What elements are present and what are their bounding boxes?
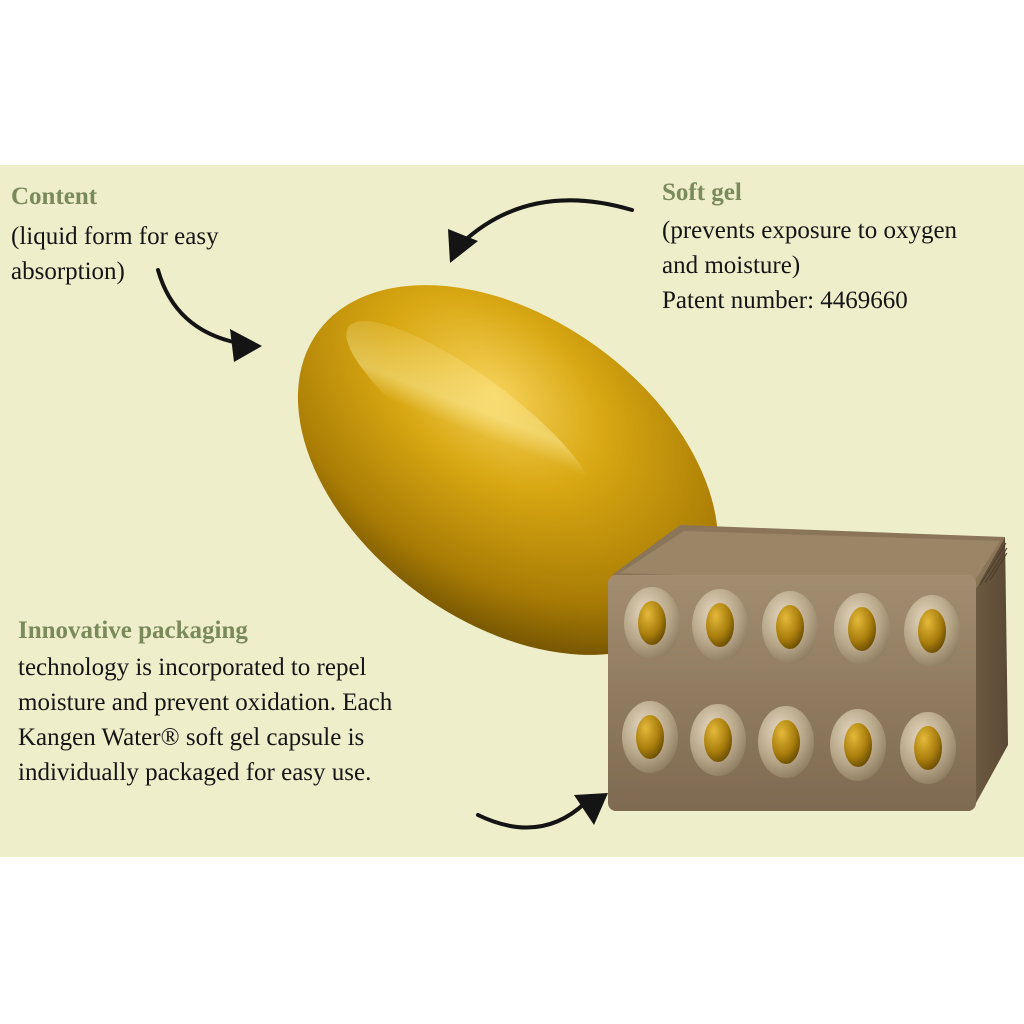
packaging-line: Kangen Water® soft gel capsule is bbox=[18, 724, 365, 751]
arrow-packaging-to-pack bbox=[476, 801, 587, 830]
packaging-line: technology is incorporated to repel bbox=[18, 654, 367, 681]
blister-pack-illustration bbox=[608, 525, 1008, 811]
content-description: (liquid form for easy absorption) bbox=[11, 219, 219, 289]
blister-row-bottom bbox=[622, 701, 956, 784]
arrow-head-content bbox=[230, 329, 262, 362]
content-heading: Content bbox=[11, 183, 98, 210]
blister-row-top bbox=[624, 587, 960, 667]
arrow-head-packaging bbox=[574, 793, 608, 825]
illustration-layer bbox=[156, 198, 1008, 830]
arrow-content-to-capsule bbox=[156, 268, 240, 345]
softgel-line: (prevents exposure to oxygen bbox=[662, 217, 958, 244]
arrow-softgel-to-capsule bbox=[460, 198, 634, 245]
arrow-head-softgel bbox=[448, 229, 478, 263]
softgel-heading: Soft gel bbox=[662, 179, 742, 206]
packaging-description: technology is incorporated to repel mois… bbox=[18, 650, 392, 790]
packaging-heading: Innovative packaging bbox=[18, 617, 248, 644]
infographic-panel: Content (liquid form for easy absorption… bbox=[0, 165, 1024, 857]
softgel-patent-line: Patent number: 4469660 bbox=[662, 287, 908, 314]
content-line: absorption) bbox=[11, 258, 125, 285]
packaging-line: individually packaged for easy use. bbox=[18, 759, 372, 786]
softgel-capsule-illustration bbox=[297, 285, 719, 655]
softgel-line: and moisture) bbox=[662, 252, 801, 279]
packaging-line: moisture and prevent oxidation. Each bbox=[18, 689, 393, 716]
softgel-description: (prevents exposure to oxygen and moistur… bbox=[662, 213, 957, 318]
content-line: (liquid form for easy bbox=[11, 223, 219, 250]
